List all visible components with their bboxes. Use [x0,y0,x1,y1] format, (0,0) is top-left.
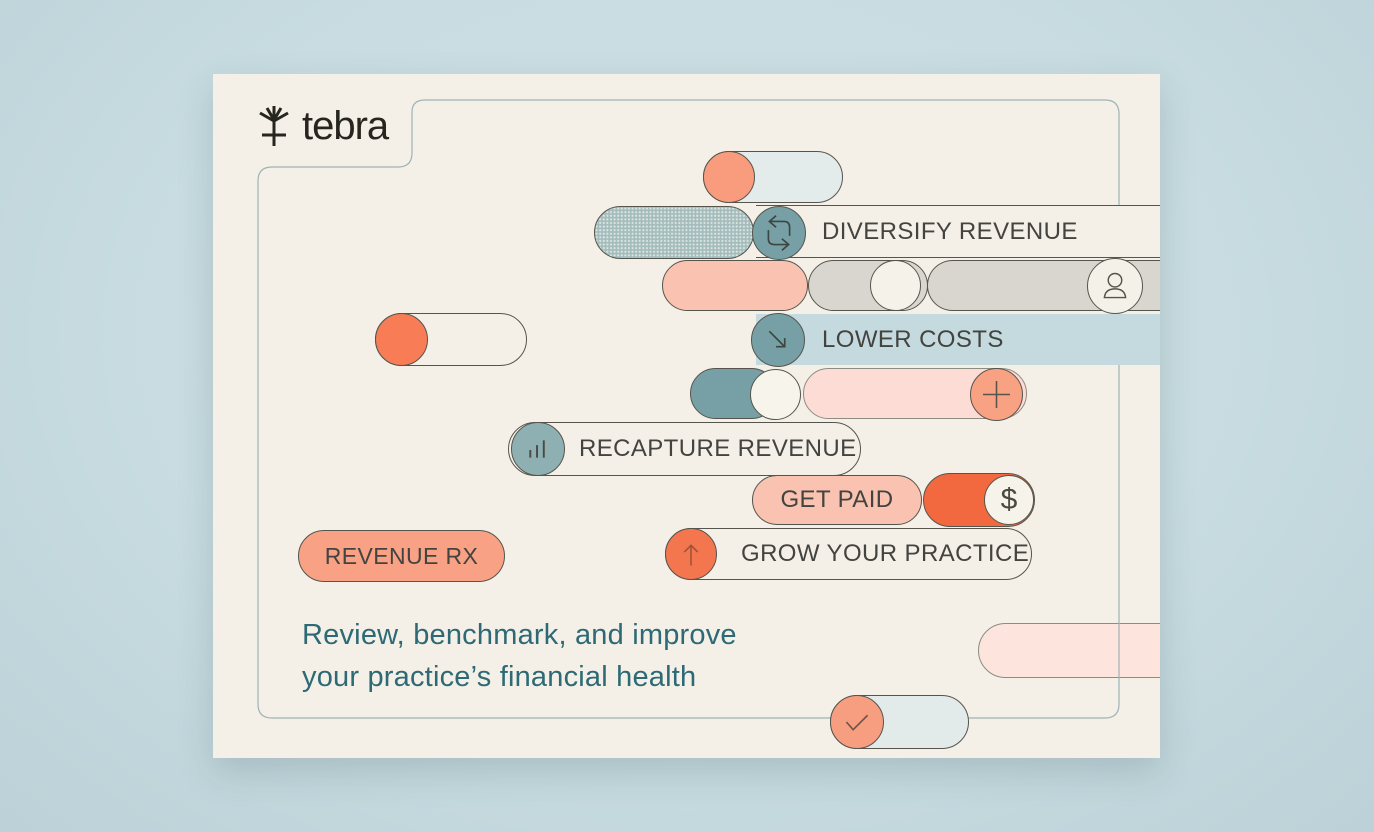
diversify-revenue-label: DIVERSIFY REVENUE [822,217,1078,245]
check-icon [845,714,869,731]
arrow-up-icon [683,544,699,566]
grow-your-practice-label: GROW YOUR PRACTICE [741,540,1030,567]
tagline-line-2: your practice’s financial health [302,661,697,693]
person-icon [1103,272,1127,299]
tagline-line-1: Review, benchmark, and improve [302,619,737,651]
grow-your-practice-badge [665,528,717,580]
decorative-pill-dotted-teal [594,206,754,259]
diversify-revenue-bar: DIVERSIFY REVENUE [756,205,1160,258]
get-paid-pill: GET PAID [752,475,922,525]
get-paid-label: GET PAID [780,486,894,513]
tebra-logo-wordmark: tebra [302,104,389,148]
recapture-revenue-label: RECAPTURE REVENUE [579,435,857,462]
decorative-pill-pink [662,260,808,311]
bar-chart-icon [529,440,545,458]
decorative-pill-blue [703,151,843,203]
illustration-card: tebra DIVERSIFY REVENUE [213,74,1160,758]
recapture-revenue-badge [511,422,565,476]
plus-icon [983,381,1010,408]
check-badge [830,695,884,749]
tebra-logo: tebra [253,104,389,148]
sync-icon [767,215,791,251]
decorative-pill-pale-pink [978,623,1160,678]
person-badge [1087,258,1143,314]
tagline: Review, benchmark, and improve your prac… [302,614,737,698]
dollar-symbol: $ [1000,483,1018,516]
dollar-badge: $ [984,475,1034,525]
lower-costs-bar: LOWER COSTS [756,314,1160,365]
decorative-pill-outline [375,313,527,366]
decorative-circle-coral [375,313,428,366]
recapture-revenue-pill: RECAPTURE REVENUE [508,422,861,476]
inner-border-outline [257,99,1120,719]
revenue-rx-pill: REVENUE RX [298,530,505,582]
grow-your-practice-pill: GROW YOUR PRACTICE [665,528,1032,580]
plus-badge [970,368,1023,421]
arrow-down-right-icon [768,330,786,348]
lower-costs-label: LOWER COSTS [822,325,1004,353]
decorative-circle-cream [750,369,801,420]
lower-costs-badge [751,313,805,367]
sync-badge [752,206,806,260]
decorative-circle-white [870,260,921,311]
tebra-logo-icon [259,106,289,146]
decorative-circle-salmon [703,151,755,203]
revenue-rx-label: REVENUE RX [324,542,479,569]
